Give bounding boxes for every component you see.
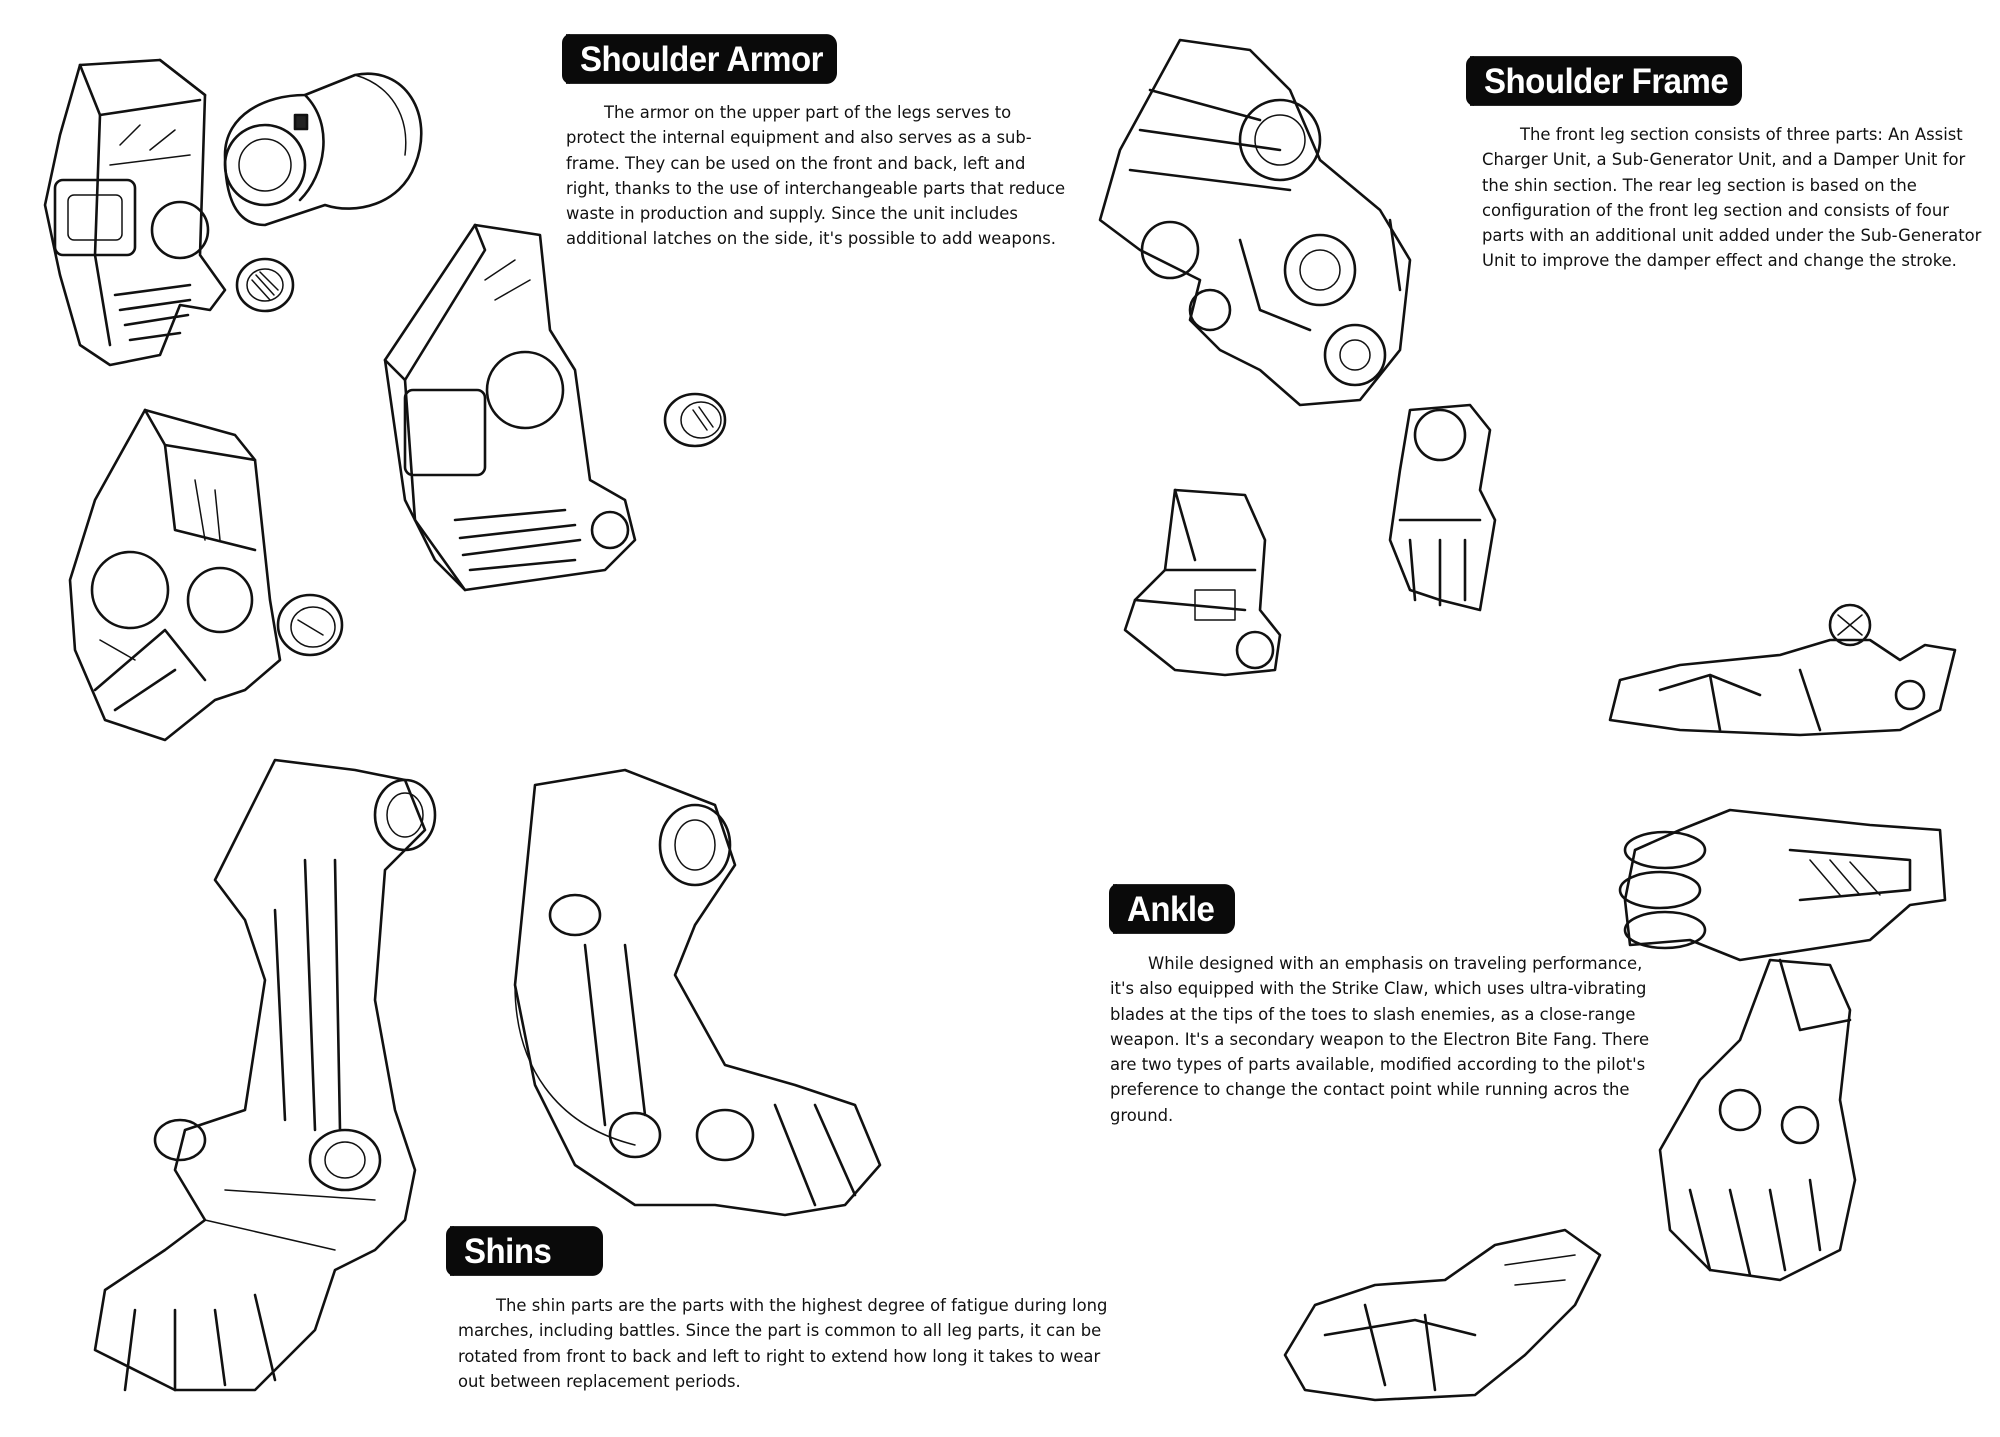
armor-cap-mid-drawing <box>276 593 344 657</box>
armor-cap-right-drawing <box>663 392 727 448</box>
shoulder-armor-front-drawing <box>43 58 227 367</box>
ankle-header: Ankle <box>1109 884 1235 934</box>
ankle-claw-drawing <box>1618 808 1947 962</box>
shins-header: Shins <box>446 1226 603 1276</box>
ankle-body: While designed with an emphasis on trave… <box>1110 951 1670 1128</box>
shin-left-drawing <box>93 758 437 1392</box>
shoulder-armor-center-drawing <box>383 223 637 592</box>
shoulder-frame-body: The front leg section consists of three … <box>1482 122 1987 274</box>
shoulder-armor-body: The armor on the upper part of the legs … <box>566 100 1066 252</box>
ankle-claw-vertical-drawing <box>1658 958 1857 1282</box>
shoulder-frame-header: Shoulder Frame <box>1465 56 1743 106</box>
shoulder-armor-disc-drawing <box>223 72 423 227</box>
armor-cap-small-drawing <box>235 257 295 313</box>
frame-part-a-drawing <box>1123 488 1282 677</box>
shoulder-armor-paragraph: The armor on the upper part of the legs … <box>566 103 1066 249</box>
frame-part-b-drawing <box>1388 403 1497 612</box>
ankle-side-drawing <box>1608 603 1957 737</box>
ankle-paragraph: While designed with an emphasis on trave… <box>1110 954 1650 1125</box>
shoulder-frame-paragraph: The front leg section consists of three … <box>1482 125 1982 271</box>
shoulder-armor-header: Shoulder Armor <box>562 34 837 84</box>
ankle-bottom-drawing <box>1283 1228 1602 1402</box>
shins-paragraph: The shin parts are the parts with the hi… <box>458 1296 1108 1391</box>
shoulder-frame-drawing <box>1098 38 1412 407</box>
shins-body: The shin parts are the parts with the hi… <box>458 1293 1113 1394</box>
shoulder-armor-back-drawing <box>68 408 282 742</box>
shin-right-drawing <box>513 768 882 1217</box>
